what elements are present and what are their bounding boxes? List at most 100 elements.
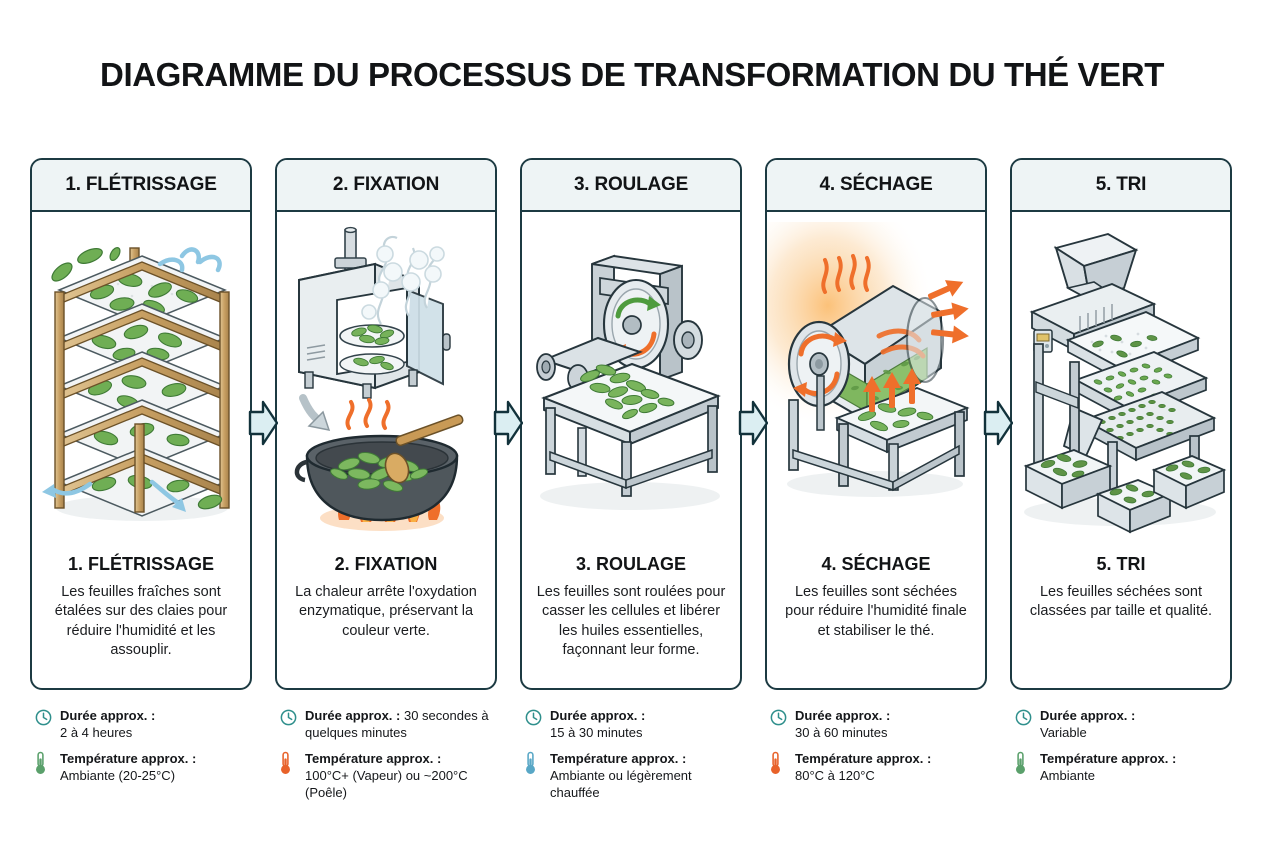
- temperature-value-2: 100°C+ (Vapeur) ou ~200°C (Poêle): [305, 767, 468, 800]
- step-header-4: 4. SÉCHAGE: [767, 160, 985, 212]
- step-header-label-3: 3. ROULAGE: [573, 174, 689, 195]
- step-meta-1: Durée approx. : 2 à 4 heures Température…: [30, 708, 252, 795]
- step-body-5: 5. TRI Les feuilles séchées sont classée…: [1012, 542, 1230, 688]
- temperature-text-5: Température approx. : Ambiante: [1040, 751, 1176, 784]
- step-meta-4: Durée approx. : 30 à 60 minutes Températ…: [765, 708, 987, 795]
- step-card-3: 3. ROULAGE: [520, 158, 742, 690]
- step-header-5: 5. TRI: [1012, 160, 1230, 212]
- duration-text-3: Durée approx. : 15 à 30 minutes: [550, 708, 645, 741]
- step-description-2: La chaleur arrête l'oxydation enzymatiqu…: [295, 584, 477, 639]
- thermometer-icon: [34, 751, 53, 775]
- step-title-1: 1. FLÉTRISSAGE: [67, 554, 215, 574]
- temperature-value-1: Ambiante (20-25°C): [60, 767, 176, 783]
- steamer-and-wok-icon: [294, 226, 464, 531]
- clock-icon: [1014, 708, 1033, 732]
- process-step-1: 1. FLÉTRISSAGE: [30, 158, 279, 818]
- duration-value-1: 2 à 4 heures: [60, 724, 133, 740]
- rotary-drum-dryer-icon: [767, 222, 970, 497]
- duration-label-4: Durée approx. :: [795, 708, 891, 723]
- duration-value-2: 30 secondes à quelques minutes: [305, 708, 489, 740]
- illustration-rotary-drum-dryer: [767, 212, 985, 542]
- process-step-4: 4. SÉCHAGE: [765, 158, 1014, 818]
- duration-row-4: Durée approx. : 30 à 60 minutes: [769, 708, 987, 741]
- thermometer-icon: [769, 751, 788, 775]
- temperature-value-3: Ambiante ou légèrement chauffée: [550, 767, 692, 800]
- temperature-row-2: Température approx. : 100°C+ (Vapeur) ou…: [279, 751, 497, 801]
- step-body-1: 1. FLÉTRISSAGE Les feuilles fraîches son…: [32, 542, 250, 688]
- duration-label-5: Durée approx. :: [1040, 708, 1136, 723]
- clock-icon: [34, 708, 53, 732]
- temperature-label-5: Température approx. :: [1040, 751, 1177, 767]
- clock-icon: [524, 708, 543, 732]
- temperature-value-5: Ambiante: [1040, 767, 1095, 783]
- flow-arrow-1: [248, 396, 279, 452]
- duration-value-3: 15 à 30 minutes: [550, 724, 643, 740]
- flow-arrow-2: [493, 396, 524, 452]
- duration-label-2: Durée approx. :: [305, 708, 401, 723]
- step-meta-2: Durée approx. : 30 secondes à quelques m…: [275, 708, 497, 811]
- step-description-5: Les feuilles séchées sont classées par t…: [1029, 584, 1213, 620]
- step-card-5: 5. TRI: [1010, 158, 1232, 690]
- thermometer-icon: [1014, 751, 1033, 775]
- step-title-4: 4. SÉCHAGE: [821, 554, 931, 574]
- illustration-sorting-machine: [1012, 212, 1230, 542]
- step-meta-3: Durée approx. : 15 à 30 minutes Températ…: [520, 708, 742, 811]
- step-title-5: 5. TRI: [1096, 554, 1146, 574]
- step-description-1: Les feuilles fraîches sont étalées sur d…: [54, 584, 228, 658]
- process-steps-strip: 1. FLÉTRISSAGE: [30, 158, 1234, 818]
- sorting-machine-icon: [1023, 232, 1227, 534]
- step-description-3: Les feuilles sont roulées pour casser le…: [536, 584, 726, 658]
- temperature-row-1: Température approx. : Ambiante (20-25°C): [34, 751, 252, 784]
- duration-row-1: Durée approx. : 2 à 4 heures: [34, 708, 252, 741]
- process-step-5: 5. TRI: [1010, 158, 1232, 818]
- step-header-label-1: 1. FLÉTRISSAGE: [65, 174, 217, 195]
- thermometer-icon: [279, 751, 298, 775]
- temperature-row-5: Température approx. : Ambiante: [1014, 751, 1232, 784]
- temperature-label-2: Température approx. :: [305, 751, 442, 767]
- clock-icon: [769, 708, 788, 732]
- temperature-label-3: Température approx. :: [550, 751, 687, 767]
- duration-value-5: Variable: [1040, 724, 1087, 740]
- step-header-1: 1. FLÉTRISSAGE: [32, 160, 250, 212]
- step-body-3: 3. ROULAGE Les feuilles sont roulées pou…: [522, 542, 740, 688]
- page-title: DIAGRAMME DU PROCESSUS DE TRANSFORMATION…: [100, 56, 1164, 93]
- step-body-4: 4. SÉCHAGE Les feuilles sont séchées pou…: [767, 542, 985, 688]
- temperature-value-4: 80°C à 120°C: [795, 767, 875, 783]
- temperature-text-1: Température approx. : Ambiante (20-25°C): [60, 751, 196, 784]
- flow-arrow-3: [738, 396, 769, 452]
- duration-text-2: Durée approx. : 30 secondes à quelques m…: [305, 708, 497, 741]
- step-header-label-5: 5. TRI: [1095, 174, 1147, 195]
- illustration-steamer-and-wok: [277, 212, 495, 542]
- temperature-row-4: Température approx. : 80°C à 120°C: [769, 751, 987, 784]
- step-title-3: 3. ROULAGE: [575, 554, 686, 574]
- step-card-2: 2. FIXATION: [275, 158, 497, 690]
- clock-icon: [279, 708, 298, 732]
- duration-row-5: Durée approx. : Variable: [1014, 708, 1232, 741]
- duration-label-3: Durée approx. :: [550, 708, 646, 723]
- step-header-2: 2. FIXATION: [277, 160, 495, 212]
- step-header-3: 3. ROULAGE: [522, 160, 740, 212]
- illustration-withering-racks: [32, 212, 250, 542]
- temperature-text-3: Température approx. : Ambiante ou légère…: [550, 751, 742, 801]
- step-header-label-4: 4. SÉCHAGE: [819, 174, 933, 195]
- temperature-text-2: Température approx. : 100°C+ (Vapeur) ou…: [305, 751, 497, 801]
- duration-row-3: Durée approx. : 15 à 30 minutes: [524, 708, 742, 741]
- rolling-machine-icon: [536, 254, 721, 510]
- duration-text-4: Durée approx. : 30 à 60 minutes: [795, 708, 890, 741]
- step-meta-5: Durée approx. : Variable Température app…: [1010, 708, 1232, 795]
- temperature-row-3: Température approx. : Ambiante ou légère…: [524, 751, 742, 801]
- step-title-2: 2. FIXATION: [334, 554, 438, 574]
- step-card-4: 4. SÉCHAGE: [765, 158, 987, 690]
- duration-value-4: 30 à 60 minutes: [795, 724, 888, 740]
- illustration-rolling-machine: [522, 212, 740, 542]
- process-step-2: 2. FIXATION: [275, 158, 524, 818]
- duration-label-1: Durée approx. :: [60, 708, 156, 723]
- step-header-label-2: 2. FIXATION: [332, 174, 440, 195]
- step-body-2: 2. FIXATION La chaleur arrête l'oxydatio…: [277, 542, 495, 688]
- duration-text-1: Durée approx. : 2 à 4 heures: [60, 708, 155, 741]
- process-step-3: 3. ROULAGE: [520, 158, 769, 818]
- step-description-4: Les feuilles sont séchées pour réduire l…: [785, 584, 967, 639]
- thermometer-icon: [524, 751, 543, 775]
- down-arrow-icon: [299, 394, 331, 431]
